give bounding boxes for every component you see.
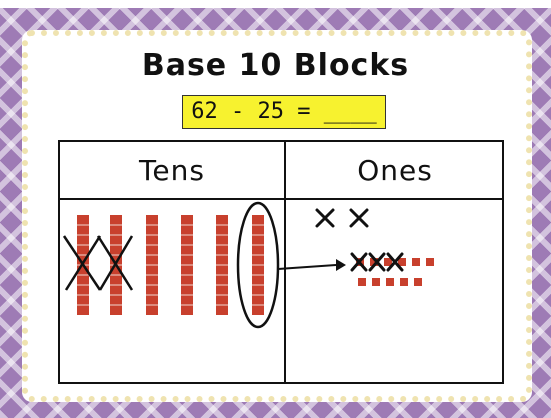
ones-cube (412, 258, 420, 266)
ones-cube (414, 278, 422, 286)
ones-cube (386, 278, 394, 286)
tens-rods-group (77, 215, 264, 315)
regroup-arrow (278, 265, 336, 269)
ones-cube (400, 278, 408, 286)
ones-crossed-x (317, 210, 333, 226)
ones-cubes-group (317, 210, 434, 286)
ones-cube (426, 258, 434, 266)
ones-crossed-x (351, 210, 367, 226)
ones-cube (372, 278, 380, 286)
arrow-head (336, 259, 346, 271)
ones-cube (358, 278, 366, 286)
